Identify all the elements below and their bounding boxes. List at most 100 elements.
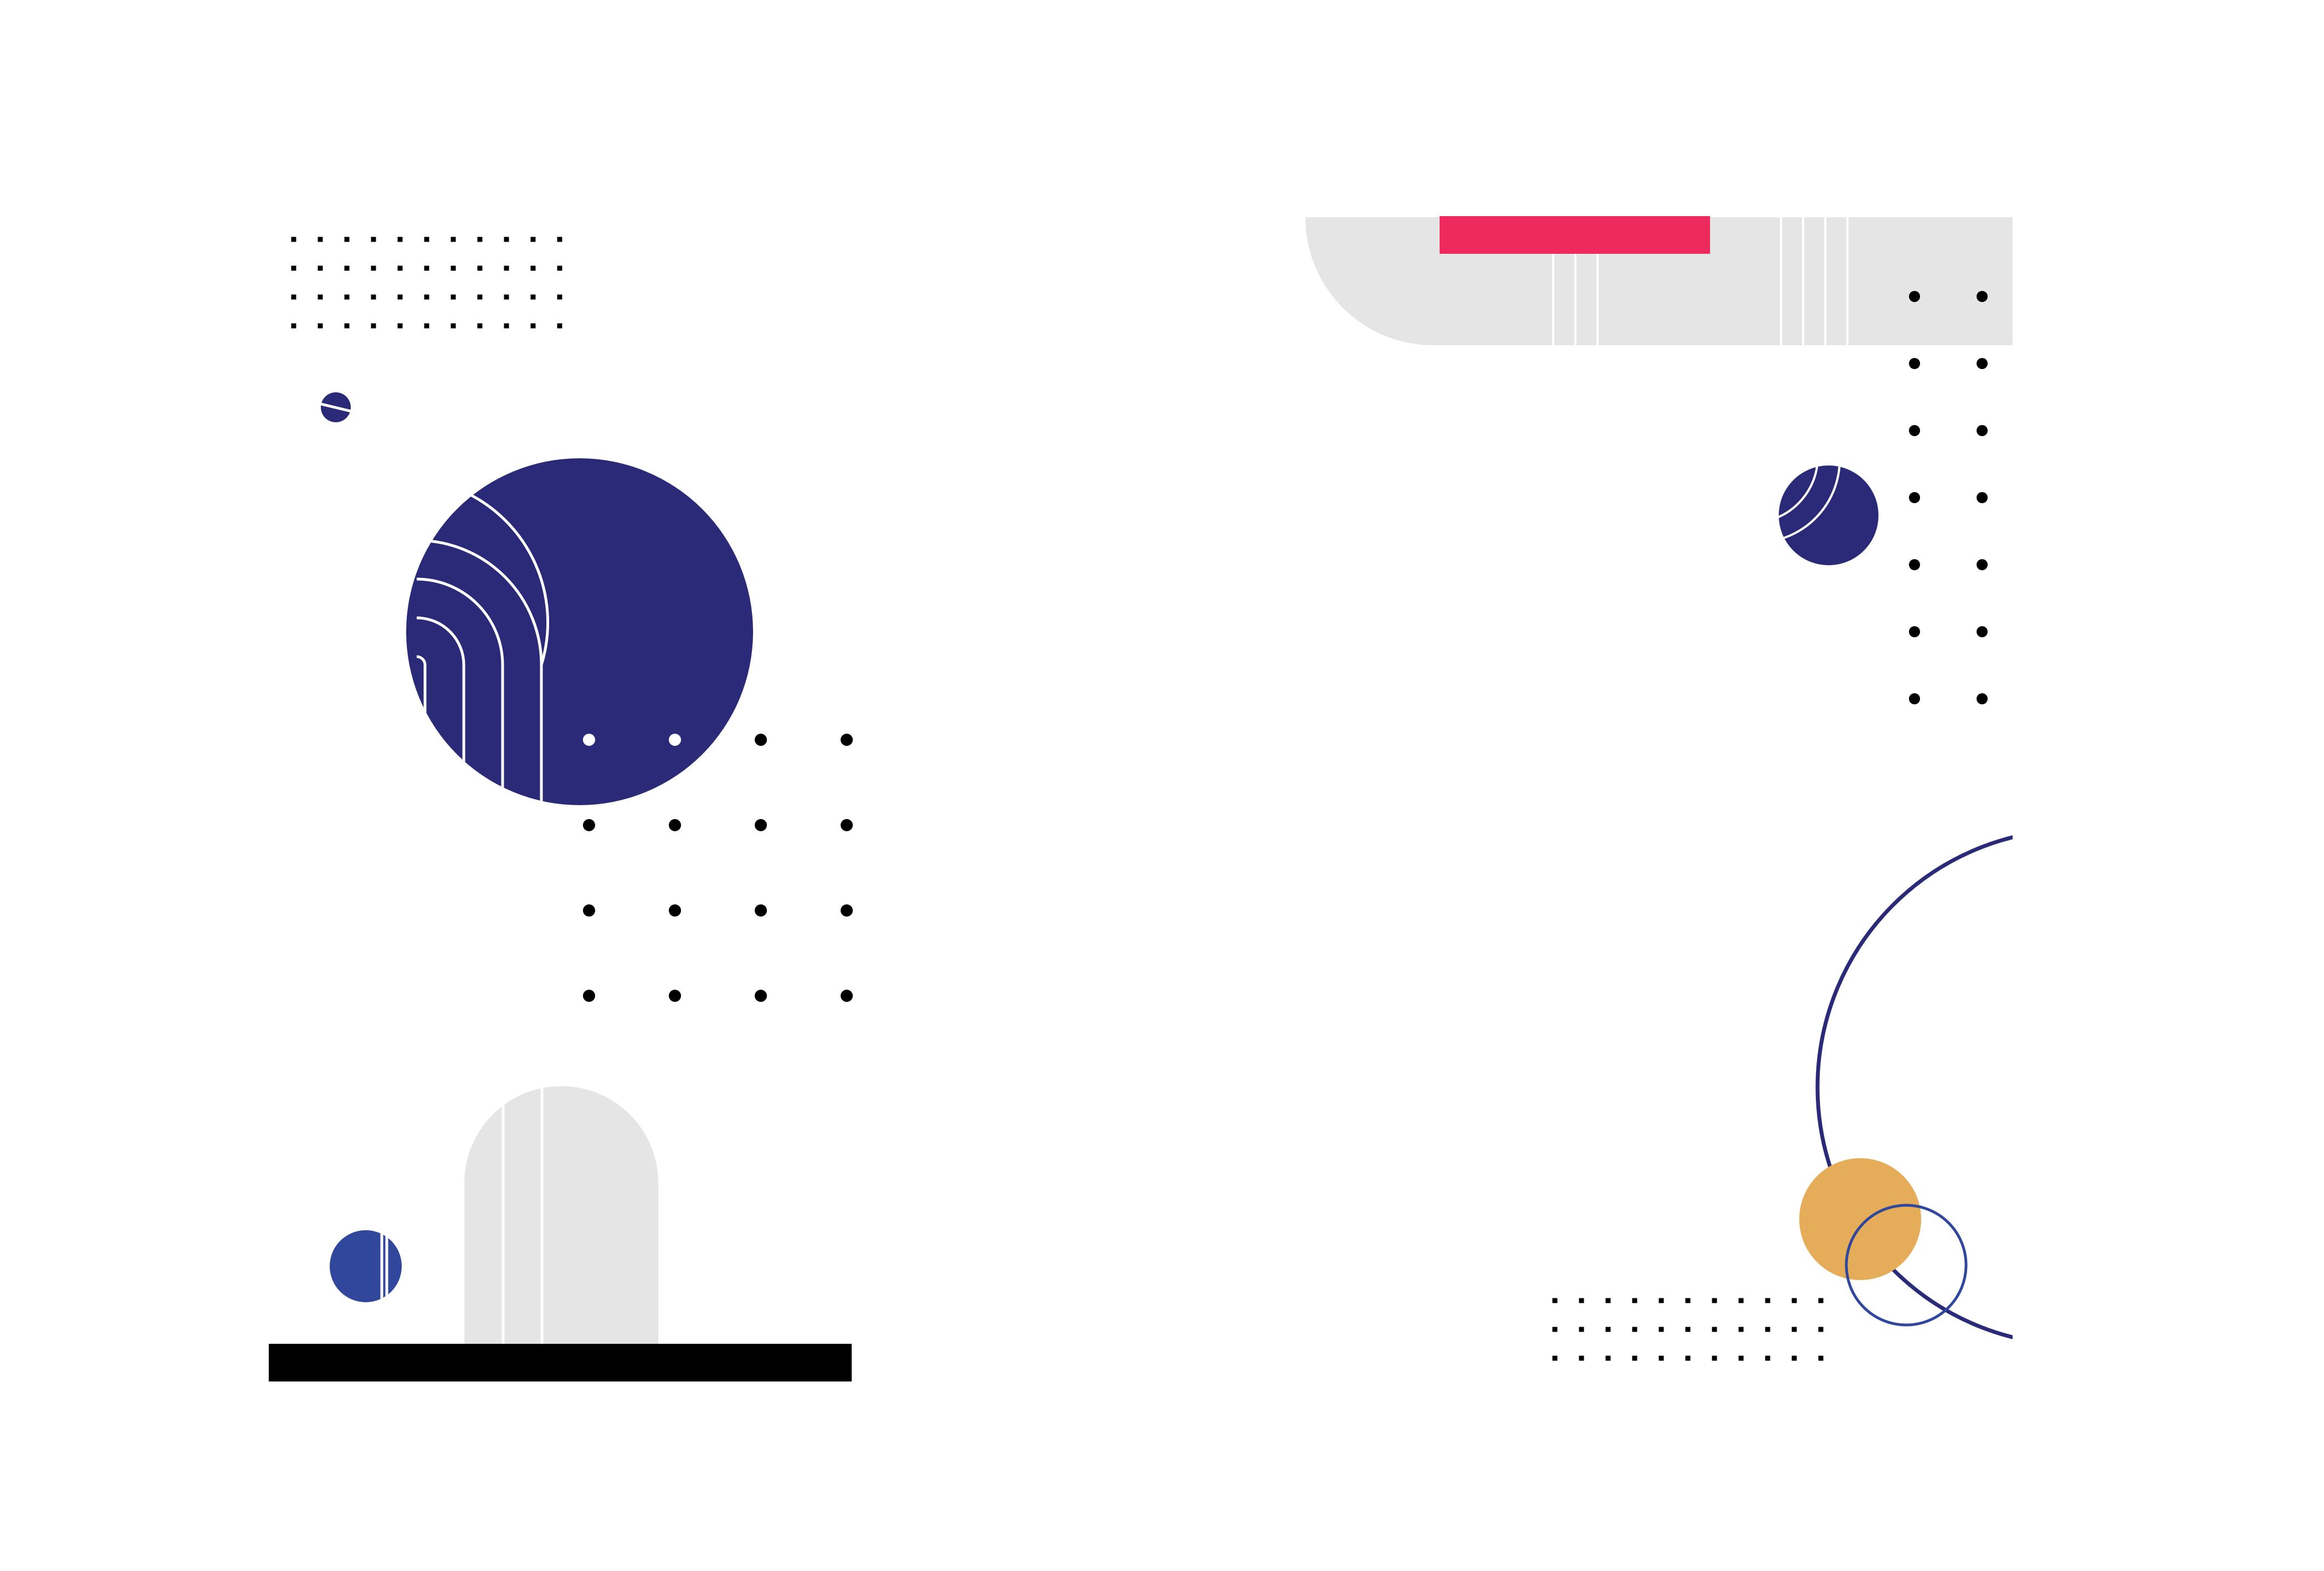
dot bbox=[755, 904, 767, 917]
dot bbox=[424, 237, 429, 242]
dot bbox=[1738, 1327, 1744, 1332]
arc-line bbox=[416, 616, 465, 805]
gray-arch bbox=[464, 1086, 658, 1379]
dot bbox=[1791, 1327, 1797, 1332]
dot bbox=[477, 323, 483, 329]
dot bbox=[397, 294, 403, 300]
dot bbox=[1605, 1327, 1611, 1332]
dot bbox=[451, 265, 456, 271]
dot bbox=[1791, 1298, 1797, 1303]
dot bbox=[1977, 626, 1988, 637]
black-bar bbox=[269, 1344, 852, 1381]
dot bbox=[1765, 1327, 1770, 1332]
dot bbox=[557, 294, 562, 300]
dot bbox=[371, 237, 376, 242]
dot bbox=[1791, 1355, 1797, 1361]
dot bbox=[530, 323, 536, 329]
dot bbox=[1605, 1298, 1611, 1303]
dot bbox=[1685, 1327, 1691, 1332]
dot bbox=[397, 323, 403, 329]
pink-rectangle bbox=[1440, 216, 1710, 254]
dot bbox=[344, 237, 350, 242]
dot bbox=[1909, 291, 1920, 302]
dot bbox=[291, 237, 296, 242]
dot bbox=[841, 904, 853, 917]
dot bbox=[451, 237, 456, 242]
dot bbox=[344, 265, 350, 271]
dot bbox=[1658, 1355, 1664, 1361]
small-outline-ring bbox=[1845, 1204, 1968, 1327]
dot bbox=[1977, 425, 1988, 436]
dot bbox=[1909, 425, 1920, 436]
arc-line bbox=[416, 539, 543, 805]
dot bbox=[1632, 1327, 1637, 1332]
dot bbox=[504, 265, 509, 271]
dot bbox=[583, 990, 595, 1002]
dot bbox=[841, 990, 853, 1002]
dot bbox=[1977, 559, 1988, 570]
dot bbox=[1818, 1298, 1824, 1303]
dot bbox=[291, 323, 296, 329]
dot bbox=[477, 265, 483, 271]
dot bbox=[530, 237, 536, 242]
gold-circle bbox=[1799, 1158, 1921, 1280]
dot bbox=[477, 294, 483, 300]
dot bbox=[424, 265, 429, 271]
dot bbox=[504, 237, 509, 242]
dot bbox=[1909, 492, 1920, 503]
arc-line bbox=[1779, 465, 1841, 541]
dot bbox=[1552, 1355, 1558, 1361]
top-right-dot-column bbox=[1909, 291, 1988, 704]
dot bbox=[1977, 291, 1988, 302]
dot bbox=[583, 904, 595, 917]
dot bbox=[1909, 626, 1920, 637]
dot bbox=[424, 323, 429, 329]
dot bbox=[557, 237, 562, 242]
dot bbox=[1977, 492, 1988, 503]
bottom-right-dot-grid bbox=[1552, 1298, 1824, 1361]
dot bbox=[397, 237, 403, 242]
dot bbox=[291, 294, 296, 300]
dot bbox=[424, 294, 429, 300]
dot bbox=[1658, 1327, 1664, 1332]
arc-line bbox=[416, 655, 427, 805]
dot bbox=[755, 819, 767, 831]
dot bbox=[1605, 1355, 1611, 1361]
dot bbox=[371, 265, 376, 271]
dot bbox=[1765, 1355, 1770, 1361]
dot bbox=[1685, 1298, 1691, 1303]
dot bbox=[1765, 1298, 1770, 1303]
dot bbox=[669, 904, 681, 917]
dot bbox=[1579, 1298, 1584, 1303]
large-navy-ring bbox=[1815, 835, 2013, 1339]
dot bbox=[1552, 1298, 1558, 1303]
top-left-dot-grid bbox=[291, 237, 562, 329]
dot bbox=[530, 265, 536, 271]
dot bbox=[669, 990, 681, 1002]
dot bbox=[371, 323, 376, 329]
dot bbox=[1818, 1355, 1824, 1361]
dot bbox=[477, 237, 483, 242]
dot bbox=[1818, 1327, 1824, 1332]
dot bbox=[1738, 1298, 1744, 1303]
dot bbox=[291, 265, 296, 271]
dot bbox=[451, 294, 456, 300]
dot bbox=[1685, 1355, 1691, 1361]
dot bbox=[755, 734, 767, 746]
dot bbox=[1712, 1355, 1717, 1361]
dot bbox=[557, 323, 562, 329]
dot bbox=[1658, 1298, 1664, 1303]
dot bbox=[1632, 1298, 1637, 1303]
dot bbox=[583, 734, 595, 746]
dot bbox=[1712, 1327, 1717, 1332]
dot bbox=[318, 323, 323, 329]
dot bbox=[504, 294, 509, 300]
center-left-dot-grid bbox=[583, 734, 853, 1002]
dot bbox=[557, 265, 562, 271]
arc-line bbox=[454, 486, 550, 666]
dot bbox=[1579, 1327, 1584, 1332]
dot bbox=[1552, 1327, 1558, 1332]
dot bbox=[669, 819, 681, 831]
small-navy-circle bbox=[320, 392, 351, 422]
